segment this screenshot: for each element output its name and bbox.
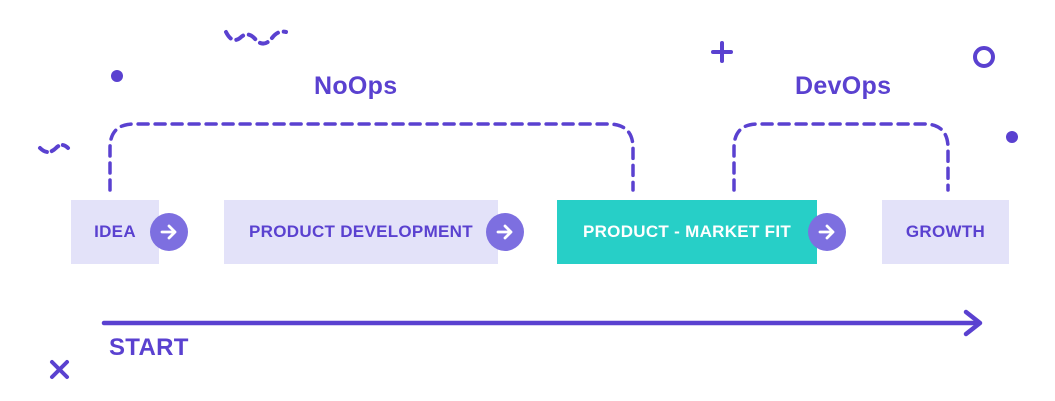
ring-icon	[973, 46, 995, 68]
stage-label: PRODUCT DEVELOPMENT	[249, 222, 473, 241]
devops-bracket	[732, 122, 950, 192]
stage-label: PRODUCT - MARKET FIT	[582, 222, 792, 241]
noops-bracket	[108, 122, 635, 192]
group-label-noops: NoOps	[314, 72, 398, 100]
arrow-right-icon	[808, 213, 846, 251]
stage-idea: IDEA	[71, 200, 159, 264]
arrow-right-icon	[150, 213, 188, 251]
squiggle-icon	[38, 143, 70, 154]
dot-icon	[1006, 131, 1018, 143]
arrow-right-icon	[486, 213, 524, 251]
timeline-start-label: START	[109, 334, 189, 361]
cross-icon	[50, 360, 69, 379]
timeline-arrowhead	[963, 309, 983, 337]
stage-label: IDEA	[94, 222, 136, 241]
dot-icon	[111, 70, 123, 82]
stage-product-market-fit: PRODUCT - MARKET FIT	[557, 200, 817, 264]
plus-icon	[711, 41, 733, 63]
group-label-devops: DevOps	[795, 72, 892, 100]
stage-label: GROWTH	[905, 222, 986, 241]
stage-product-development: PRODUCT DEVELOPMENT	[224, 200, 498, 264]
squiggle-icon	[224, 29, 288, 46]
stage-growth: GROWTH	[882, 200, 1009, 264]
